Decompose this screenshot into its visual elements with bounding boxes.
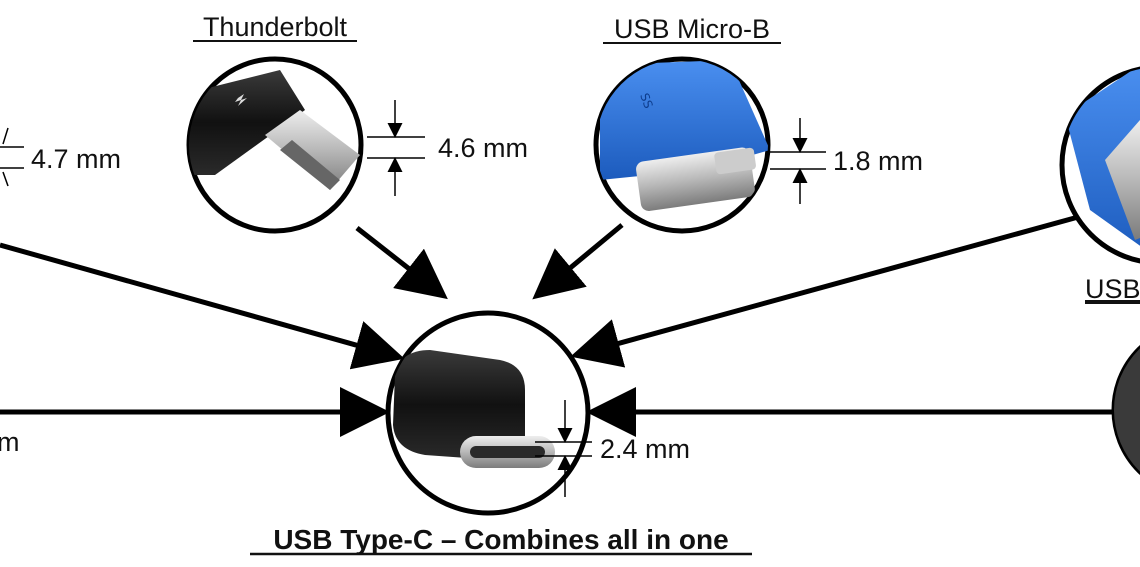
arrow-from-thunderbolt: [355, 226, 448, 300]
thunderbolt-label: Thunderbolt: [203, 12, 348, 42]
micro-b-dimension-marks: [770, 118, 826, 204]
svg-text:SS: SS: [637, 91, 655, 110]
left-dimension-marks: [0, 127, 24, 187]
left-partial-connector: 4.7 mm m: [0, 127, 121, 457]
thunderbolt-connector: Thunderbolt 4.6 mm: [186, 12, 528, 234]
type-c-plug-icon: [393, 350, 555, 468]
usb-partial-label: USB: [1085, 274, 1140, 304]
left-partial-dimension: 4.7 mm: [31, 144, 121, 174]
arrow-from-right-top: [570, 208, 1101, 368]
type-c-connector: 2.4 mm: [385, 310, 690, 516]
micro-b-label: USB Micro-B: [614, 14, 770, 44]
arrows: [0, 208, 1120, 437]
type-c-dimension: 2.4 mm: [600, 434, 690, 464]
left-bottom-partial-dimension: m: [0, 427, 20, 457]
micro-b-dimension: 1.8 mm: [833, 146, 923, 176]
thunderbolt-plug-icon: [189, 70, 360, 190]
usb-a-plug-icon: [1065, 67, 1140, 260]
right-partial-connector: USB: [1059, 66, 1140, 476]
micro-b-plug-icon: SS: [600, 60, 768, 211]
thunderbolt-dimension-marks: [367, 100, 425, 196]
thunderbolt-dimension: 4.6 mm: [438, 133, 528, 163]
type-c-dimension-marks: [535, 400, 592, 497]
micro-b-connector: USB Micro-B SS 1.8 mm: [593, 14, 923, 234]
arrow-from-left-top: [0, 242, 405, 370]
arrow-from-micro-b: [532, 223, 624, 300]
main-caption-group: USB Type-C – Combines all in one: [250, 524, 752, 556]
main-caption: USB Type-C – Combines all in one: [273, 524, 728, 555]
